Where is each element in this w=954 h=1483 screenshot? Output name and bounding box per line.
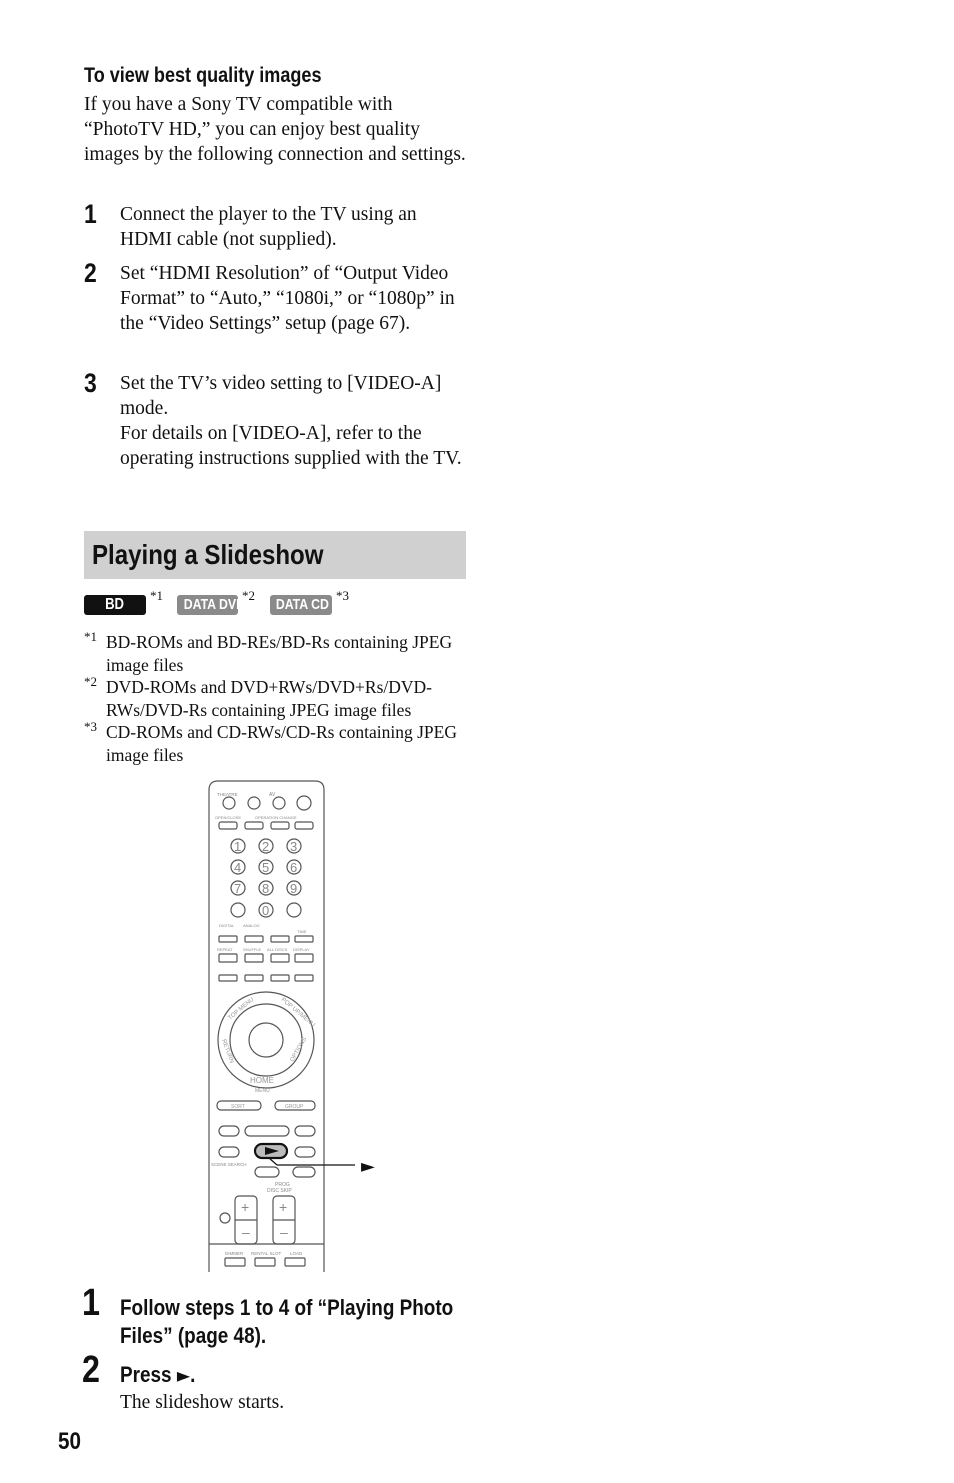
remote-label: DISC SKIP bbox=[267, 1188, 292, 1194]
number-button-label: 0 bbox=[262, 903, 269, 918]
number-button-label: 5 bbox=[262, 860, 269, 875]
svg-text:+: + bbox=[279, 1199, 287, 1215]
step-note: For details on [VIDEO-A], refer to the o… bbox=[120, 423, 462, 469]
play-icon: ► bbox=[176, 1363, 191, 1387]
number-button bbox=[230, 838, 246, 854]
number-button bbox=[258, 902, 274, 918]
page-number: 50 bbox=[58, 1428, 81, 1455]
remote-label: PROG bbox=[275, 1182, 290, 1188]
remote-label: SHUFFLE bbox=[243, 947, 262, 952]
remote-label: OPEN/CLOSE bbox=[215, 815, 241, 820]
svg-text:–: – bbox=[242, 1224, 250, 1240]
step-number: 2 bbox=[82, 1349, 100, 1391]
number-button bbox=[230, 880, 246, 896]
section-header-bar: Playing a Slideshow bbox=[84, 531, 466, 579]
remote-label: SORT bbox=[231, 1104, 245, 1110]
remote-label: ALL DISCS bbox=[267, 947, 288, 952]
remote-label: TIME bbox=[297, 929, 307, 934]
badge-footnote-mark: *3 bbox=[336, 588, 349, 603]
play-icon bbox=[265, 1147, 279, 1155]
section-title: Playing a Slideshow bbox=[92, 539, 324, 570]
footnote-mark: *1 bbox=[84, 629, 97, 644]
step-text: Connect the player to the TV using an HD… bbox=[120, 204, 417, 250]
step-number: 1 bbox=[84, 199, 97, 229]
number-button-label: 8 bbox=[262, 881, 269, 896]
footnote-text: BD-ROMs and BD-REs/BD-Rs containing JPEG… bbox=[106, 632, 453, 675]
side-button bbox=[230, 902, 246, 918]
number-button-label: 7 bbox=[234, 881, 241, 896]
remote-label: ANALOG bbox=[243, 923, 260, 928]
step-result: The slideshow starts. bbox=[120, 1392, 285, 1413]
number-button-label: 1 bbox=[234, 839, 241, 854]
remote-label: RENTAL SLOT bbox=[251, 1251, 282, 1256]
number-button-label: 4 bbox=[234, 860, 241, 875]
remote-label: SCENE SEARCH bbox=[211, 1162, 247, 1167]
remote-label: AV bbox=[269, 792, 276, 798]
footnote-text: DVD-ROMs and DVD+RWs/DVD+Rs/DVD-RWs/DVD-… bbox=[106, 677, 432, 720]
intro-paragraph: If you have a Sony TV compatible with “P… bbox=[84, 94, 466, 165]
step-text: Set the TV’s video setting to [VIDEO-A] … bbox=[120, 373, 442, 419]
badge-footnote-mark: *1 bbox=[150, 588, 163, 603]
number-button bbox=[258, 838, 274, 854]
number-button bbox=[258, 859, 274, 875]
number-button bbox=[286, 838, 302, 854]
step-number: 2 bbox=[84, 258, 97, 288]
remote-label: HOME bbox=[250, 1076, 274, 1085]
remote-label: GROUP bbox=[285, 1104, 304, 1110]
step-instruction-text: Press bbox=[120, 1362, 172, 1387]
side-button bbox=[286, 902, 302, 918]
remote-label: MENU bbox=[255, 1088, 270, 1094]
remote-label: DIGITAL bbox=[219, 923, 235, 928]
remote-label: DISPLAY bbox=[293, 947, 310, 952]
number-button bbox=[258, 880, 274, 896]
bd-badge: BD bbox=[84, 595, 146, 615]
step-number: 3 bbox=[84, 368, 97, 398]
number-button-label: 3 bbox=[290, 839, 297, 854]
number-button-label: 9 bbox=[290, 881, 297, 896]
remote-label: TOP MENU bbox=[227, 997, 255, 1022]
number-button-label: 2 bbox=[262, 839, 269, 854]
data-cd-badge: DATA CD bbox=[270, 595, 332, 615]
number-button bbox=[286, 859, 302, 875]
remote-body-outline bbox=[208, 780, 325, 1272]
number-button bbox=[230, 859, 246, 875]
remote-label: THEATRE bbox=[217, 792, 238, 797]
footnote-mark: *2 bbox=[84, 674, 97, 689]
remote-control-illustration: THEATRE AV OPEN/CLOSE OPERATION CHANGE 1… bbox=[208, 780, 375, 1272]
step-period: . bbox=[190, 1362, 196, 1387]
remote-label: REPEAT bbox=[217, 947, 233, 952]
remote-label: OPERATION CHANGE bbox=[255, 815, 297, 820]
remote-label: OPTIONS bbox=[290, 1037, 309, 1063]
subsection-heading: To view best quality images bbox=[84, 64, 322, 87]
footnote-text: CD-ROMs and CD-RWs/CD-Rs containing JPEG… bbox=[106, 722, 457, 765]
remote-label: LOAD bbox=[290, 1251, 303, 1256]
number-button bbox=[286, 880, 302, 896]
step-instruction: Follow steps 1 to 4 of “Playing Photo Fi… bbox=[120, 1295, 454, 1348]
number-pad: 1 2 3 4 5 6 7 8 9 0 bbox=[230, 838, 302, 918]
svg-text:–: – bbox=[280, 1224, 288, 1240]
step-text: Set “HDMI Resolution” of “Output Video F… bbox=[120, 263, 455, 334]
data-dvd-badge: DATA DVD bbox=[177, 595, 245, 615]
remote-label: DIMMER bbox=[225, 1251, 244, 1256]
footnote-mark: *3 bbox=[84, 719, 97, 734]
svg-text:+: + bbox=[241, 1199, 249, 1215]
number-button-label: 6 bbox=[290, 860, 297, 875]
step-number: 1 bbox=[82, 1282, 100, 1324]
callout-play-symbol: ► bbox=[361, 1156, 375, 1177]
step-instruction: Press ►. bbox=[120, 1361, 195, 1389]
badge-footnote-mark: *2 bbox=[242, 588, 255, 603]
